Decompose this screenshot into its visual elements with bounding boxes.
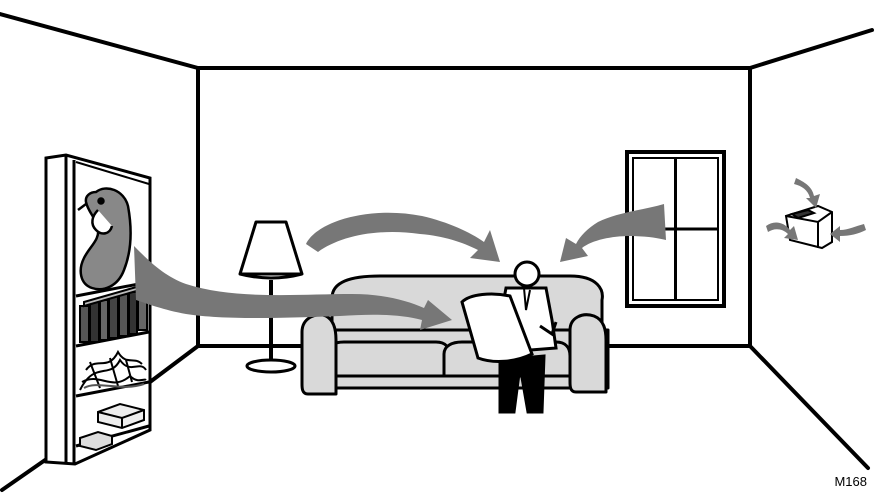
figure-code: M168 — [834, 474, 867, 489]
bookshelf — [46, 155, 150, 464]
wall-thermostat — [786, 206, 832, 248]
sofa — [302, 276, 608, 394]
heat-flow-arrow-thermostat-top — [794, 178, 820, 208]
heat-flow-arrow-thermostat-right — [830, 224, 866, 242]
heat-flow-arrow-lamp — [306, 213, 500, 262]
